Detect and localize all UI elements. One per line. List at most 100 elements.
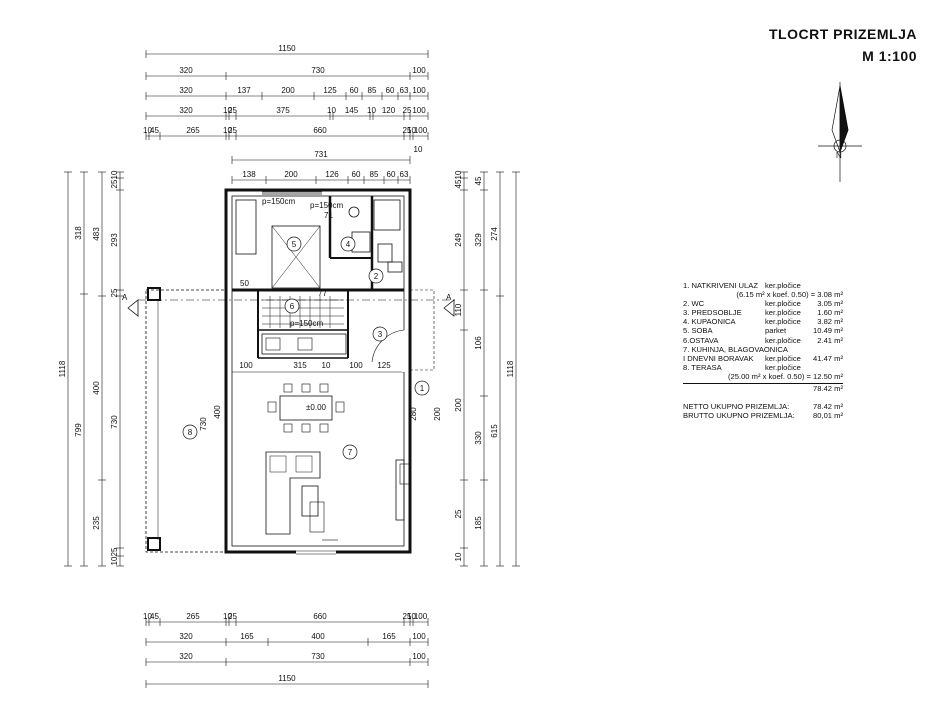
bottom-dim-r1-label: 10 [407,612,416,621]
room-number: 2 [374,272,379,281]
tv-unit [395,459,405,521]
bottom-dim-r2-label: 320 [179,632,193,641]
chair [283,423,293,433]
section-arrow-left [127,299,139,317]
top-dim-r4-label: 375 [276,106,290,115]
top-dim-r2-label: 100 [412,66,426,75]
legend-room: 3. PREDSOBLJE [683,308,742,318]
right-dim-c2-label: 330 [474,431,483,445]
top-dim-r3-label: 85 [368,86,377,95]
room-number-circle [284,298,300,314]
interior-dim-label: 730 [199,417,208,431]
left-dim-c4-label: 10 [110,556,119,565]
inner-dim-r2-label: 60 [387,170,396,179]
bottom-dim-r1-label: 660 [313,612,327,621]
right-dim-c1-label: 200 [454,398,463,412]
top-dim-r5-label: 25 [403,126,412,135]
top-dim-r3-label: 125 [323,86,337,95]
interior-dim-label: 100 [239,361,253,370]
sofa-cushion [295,455,313,473]
right-dim-c1-label: 10 [454,552,463,561]
legend-area: 3.05 m² [817,299,843,309]
top-dim-r4-label: 10 [327,106,336,115]
dining-table [279,395,333,421]
kitchen-counter [261,333,347,355]
right-dim-c2-label: 106 [474,336,483,350]
chair [301,423,311,433]
top-dim-r4-label: 10 [223,106,232,115]
room-number: 5 [292,240,297,249]
legend-calc: (6.15 m² x koef. 0.50) = 3.08 m² [736,290,843,300]
legend-room: I DNEVNI BORAVAK [683,353,754,363]
legend-gap [683,394,843,402]
top-dim-r3-label: 63 [400,86,409,95]
room-number-circle [340,236,356,252]
terrace-outline [145,289,227,553]
left-dim-c1-label: 1118 [58,360,67,377]
top-dim-r4-label: 25 [403,106,412,115]
right-dim-c3-label: 274 [490,227,499,241]
top-dim-r3-label: 60 [386,86,395,95]
bottom-dim-r1-label: 100 [414,612,428,621]
bottom-dim-r2-label: 165 [382,632,396,641]
left-dim-c2-label: 318 [74,226,83,240]
wc-sink [387,261,403,273]
room-number: 6 [290,302,295,311]
legend-room: 6.OSTAVA [683,335,719,345]
bottom-dim-r3-label: 100 [412,652,426,661]
chair [283,383,293,393]
inner-dim-r2-label: 138 [242,170,256,179]
legend-room: 7. KUHINJA, BLAGOVAONICA [683,344,788,354]
room-number-circle [286,236,302,252]
right-dim-c1-label: 110 [454,303,463,316]
plan-title: TLOCRT PRIZEMLJA [769,26,917,42]
interior-dim-label: 400 [213,405,222,419]
bottom-dim-r4-label: 1150 [278,674,296,683]
top-dim-r2-label: 730 [311,66,325,75]
fixture-note: 77 [318,289,327,298]
room-number-circle [342,444,358,460]
top-dim-r4-label: 145 [345,106,359,115]
top-dim-r3-label: 320 [179,86,193,95]
bottom-dim-r3-label: 320 [179,652,193,661]
bottom-dim-r2-label: 100 [412,632,426,641]
top-dim-r3-label: 100 [412,86,426,95]
bottom-dim-r1-label: 25 [228,612,237,621]
top-dim-r5-label: 10 [143,126,152,135]
top-dim-r5-label: 265 [186,126,200,135]
fixture-note: p=150cm [290,319,323,328]
north-label: N [836,151,842,160]
top-dim-r5-label: 45 [150,126,159,135]
top-dim-r4-label: 25 [228,106,237,115]
legend-separator [683,383,843,385]
bottom-dim-r2-label: 165 [240,632,254,641]
room-number-circle [414,380,430,396]
legend-brutto: BRUTTO UKUPNO PRIZEMLJA:80,01 m² [683,411,843,420]
legend-area: 41.47 m² [813,353,843,363]
legend-area: 2.41 m² [817,335,843,345]
legend-row: 6.OSTAVA ker.pločice 2.41 m² [683,336,843,345]
legend-netto: NETTO UKUPNO PRIZEMLJA:78.42 m² [683,402,843,411]
right-dim-c1-label: 25 [454,509,463,518]
left-dim-c4-label: 25 [110,547,119,556]
legend-room: 8. TERASA [683,362,722,372]
bottom-dim-r1-label: 25 [403,612,412,621]
interior-dim-label: 280 [409,407,418,421]
legend-area: 10.49 m² [813,326,843,336]
left-dim-c3-label: 483 [92,227,101,241]
fixture-note: 71 [324,211,333,220]
legend-finish: ker.pločice [765,335,801,345]
left-dim-c3-label: 235 [92,516,101,530]
left-dim-c2-label: 799 [74,423,83,437]
bottom-dim-r3-label: 730 [311,652,325,661]
top-dim-r5-label: 10 [407,126,416,135]
sofa [265,451,321,535]
bed-cross-2 [271,225,321,289]
legend-netto-value: 78.42 m² [813,402,843,412]
fixture-note: p=150cm [310,201,343,210]
chair [319,383,329,393]
